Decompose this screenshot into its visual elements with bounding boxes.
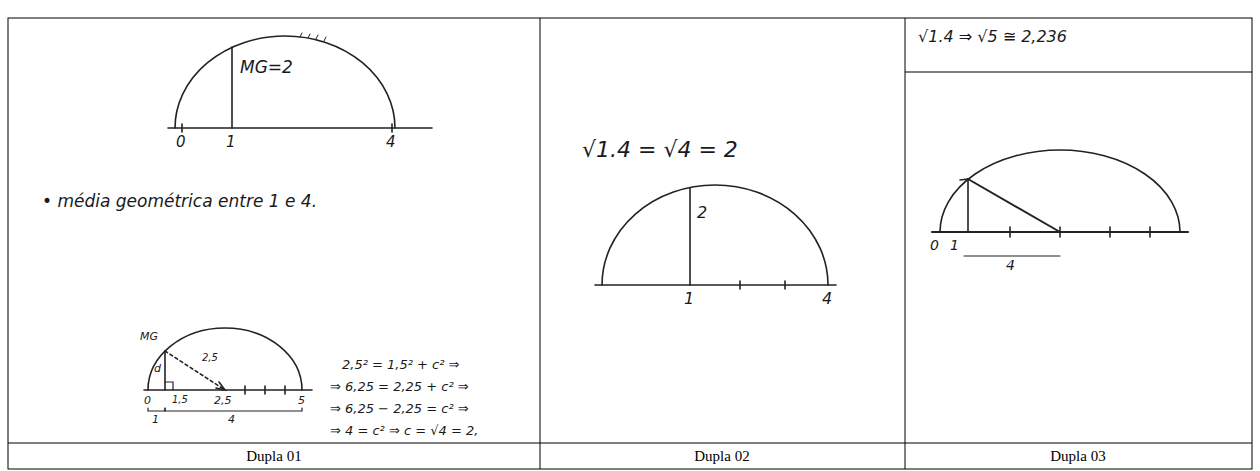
handwritten-note: 1,5 [172,394,188,405]
semicircle [940,150,1180,232]
handwritten-note: 0 [144,394,151,407]
math-text: 4 [822,289,832,308]
right-angle-mark [165,382,173,390]
handwritten-note: 2,5 [202,352,218,363]
math-text: 4 [228,413,235,426]
handwritten-note: 1 [152,413,159,426]
pair-caption: Dupla 03 [1050,448,1105,465]
math-text: ⇒ 6,25 = 2,25 + c² ⇒ [330,379,469,394]
pair-caption: Dupla 01 [246,448,301,465]
math-text: 4 [386,133,396,151]
tick [181,124,183,132]
tick [284,386,286,394]
math-text: 0 [930,237,939,253]
column-rule [905,18,906,469]
mean-segment [164,351,166,390]
tick [1109,227,1111,237]
tick [264,386,266,394]
math-text: ⇒ 4 = c² ⇒ c = √4 = 2, [330,423,478,438]
tick [784,281,786,289]
math-text: 2,5 [202,352,218,363]
tick [244,386,246,394]
math-text: 4 [1006,257,1015,273]
handwritten-note: ⇒ 4 = c² ⇒ c = √4 = 2, [330,424,478,438]
handwritten-note: 2,5² = 1,5² + c² ⇒ [342,358,459,372]
bracket [148,408,165,411]
axis [144,389,312,391]
math-text: ⇒ 6,25 − 2,25 = c² ⇒ [330,401,469,416]
math-text: 2,5² = 1,5² + c² ⇒ [342,357,459,372]
mean-segment [967,179,969,232]
tick [1009,227,1011,237]
pair-caption: Dupla 02 [694,448,749,465]
tick [739,281,741,289]
handwritten-note: d [154,362,161,375]
mean-segment [689,188,691,285]
handwritten-note: 1 [684,290,694,308]
handwritten-note: ⇒ 6,25 − 2,25 = c² ⇒ [330,402,469,416]
math-text: 5 [298,394,305,407]
math-text: 0 [144,394,151,407]
math-text: 2 [697,203,707,222]
row-rule [8,443,1252,444]
arc-marks [300,33,326,41]
math-text: MG [140,330,158,343]
handwritten-note: 1 [226,134,236,151]
handwritten-note: √1.4 ⇒ √5 ≅ 2,236 [918,28,1067,46]
math-text: 1 [152,413,159,426]
math-text: 1 [684,289,694,308]
bracket [165,408,302,411]
table-grid [8,18,1252,469]
caption-text: Dupla 01 [246,448,301,464]
measure-line [964,255,1060,256]
math-text: d [154,362,161,375]
caption-text: Dupla 02 [694,448,749,464]
handwritten-note: 4 [1006,258,1015,273]
arrow-head [216,382,225,390]
semicircle [148,328,302,390]
radius [165,351,225,390]
math-text: 1 [950,237,959,253]
sketch-lines [144,33,1188,411]
tick [391,124,393,132]
handwritten-note: 2,5 [214,394,232,407]
table-border [8,18,1252,469]
handwritten-note: 5 [298,394,305,407]
mean-segment [231,47,233,128]
tick [1059,227,1061,237]
handwritten-note: 1 [950,238,959,253]
handwritten-note: • média geométrica entre 1 e 4. [42,192,317,212]
handwritten-note: 4 [228,413,235,426]
math-text: √1.4 ⇒ √5 ≅ 2,236 [918,27,1067,46]
handwritten-note: MG [140,330,158,343]
handwritten-note: 2 [697,204,707,222]
tick [1149,227,1151,237]
semicircle [175,36,395,128]
column-rule [540,18,541,469]
handwritten-note: √1.4 = √4 = 2 [582,138,738,162]
math-text: • média geométrica entre 1 e 4. [42,191,317,211]
math-text: 1 [226,133,236,151]
math-text: 1,5 [172,394,188,405]
handwritten-note: 0 [176,134,186,151]
semicircle [602,185,828,285]
handwritten-note: MG=2 [240,58,293,78]
math-text: 0 [176,133,186,151]
stroke [960,179,968,180]
handwritten-note: 4 [822,290,832,308]
math-text: MG=2 [240,57,293,77]
handwritten-note: 4 [386,134,396,151]
handwritten-note: ⇒ 6,25 = 2,25 + c² ⇒ [330,380,469,394]
handwritten-note: 0 [930,238,939,253]
radius [968,179,1060,232]
math-text: 2,5 [214,394,232,407]
axis [595,284,836,286]
caption-text: Dupla 03 [1050,448,1105,464]
cell-rule [905,72,1252,73]
math-text: √1.4 = √4 = 2 [582,137,738,162]
